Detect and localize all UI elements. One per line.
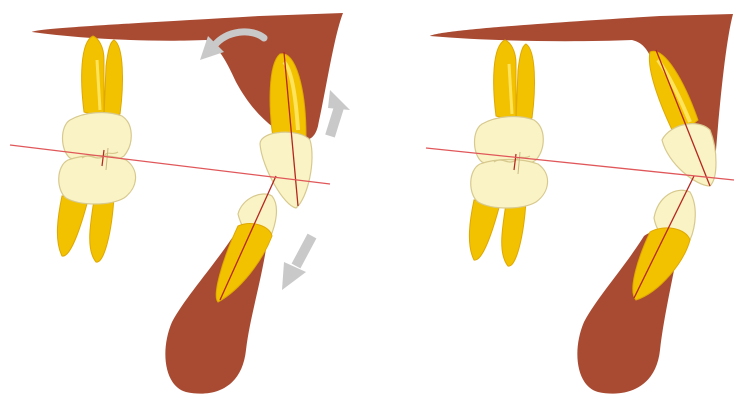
- molar-tooth: [469, 40, 547, 266]
- arrow-up-icon: [328, 90, 350, 136]
- panel-before: [10, 13, 350, 394]
- molar-tooth: [57, 36, 135, 262]
- panel-after: [426, 14, 734, 394]
- arrow-down-left-icon: [282, 236, 312, 290]
